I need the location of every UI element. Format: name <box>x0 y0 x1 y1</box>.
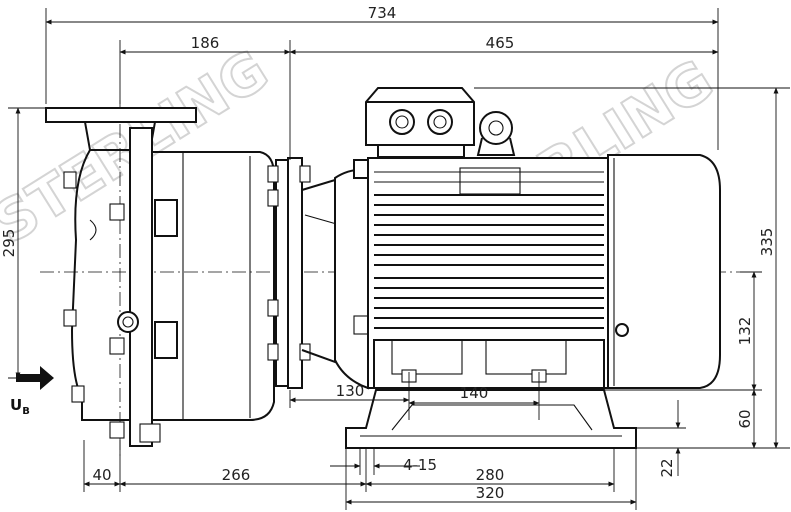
dimension-foot-offset: 130 140 <box>289 372 540 420</box>
dim-60-label: 60 <box>736 409 754 428</box>
svg-text:UB: UB <box>10 396 30 417</box>
coupling-flange <box>267 157 341 389</box>
dim-130-label: 130 <box>336 382 365 400</box>
dim-320-label: 320 <box>476 484 505 502</box>
dimension-foot-height: 60 <box>604 389 762 449</box>
dim-734-label: 734 <box>368 4 397 22</box>
dim-335-label: 335 <box>758 228 776 257</box>
inlet-indicator: UB <box>10 366 54 417</box>
motor <box>334 87 721 390</box>
dim-132-label: 132 <box>736 317 754 346</box>
dim-22-label: 22 <box>658 458 676 477</box>
dimension-motor-height: 335 <box>474 87 790 449</box>
dim-186-label: 186 <box>191 34 220 52</box>
dim-40-label: 40 <box>92 466 111 484</box>
dim-140-label: 140 <box>460 384 489 402</box>
arrow-right-icon <box>16 366 54 390</box>
dimension-pump-motor-split: 186 465 <box>119 34 719 160</box>
dim-4-15-label: 4-15 <box>403 456 437 474</box>
dimension-shaft-height: 132 <box>736 271 762 391</box>
dim-465-label: 465 <box>486 34 515 52</box>
inlet-symbol-sub: B <box>22 406 30 417</box>
dim-266-label: 266 <box>222 466 251 484</box>
dimension-inlet-offsets: 40 266 <box>83 440 367 492</box>
dim-295-label: 295 <box>0 229 18 258</box>
dim-280-label: 280 <box>476 466 505 484</box>
pump-casing <box>45 107 275 447</box>
dimension-base-thickness: 22 <box>636 400 686 478</box>
dimension-base-widths: 280 320 <box>345 448 637 510</box>
inlet-symbol-main: U <box>10 396 22 414</box>
dimension-hole-size: 4-15 <box>330 448 437 475</box>
dimension-overall-length: 734 <box>45 4 719 150</box>
